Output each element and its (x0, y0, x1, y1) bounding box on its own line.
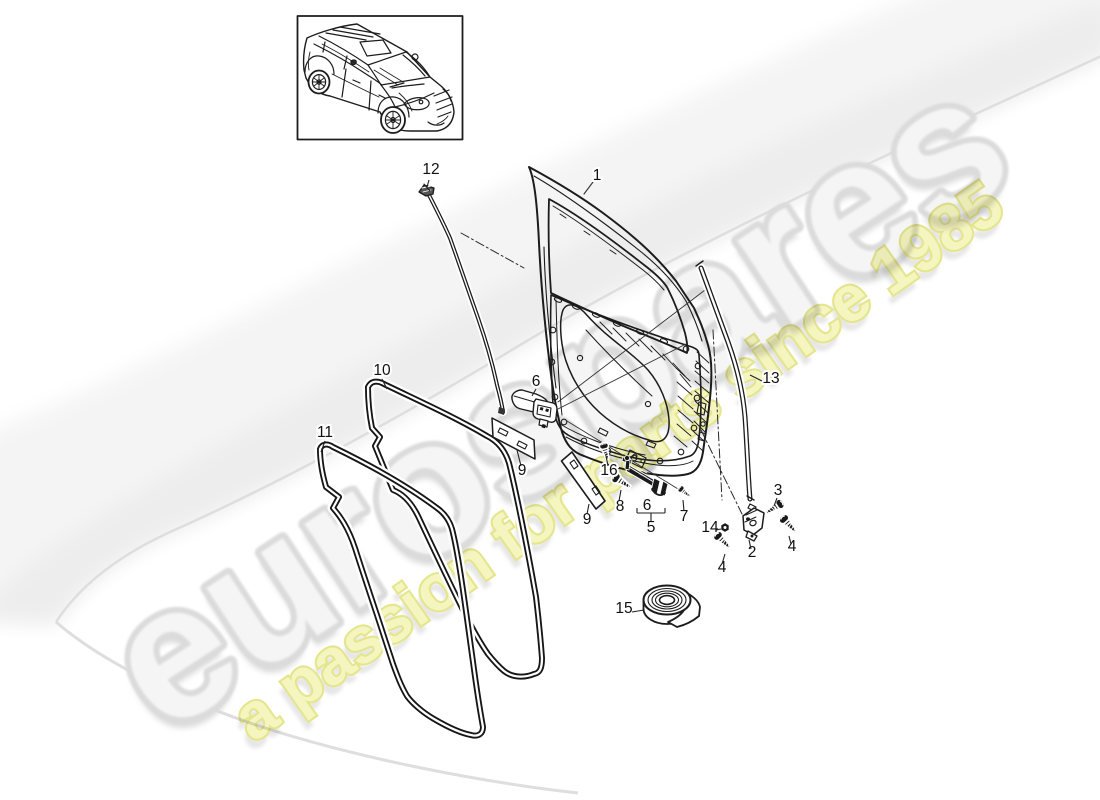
svg-text:4: 4 (718, 559, 727, 576)
svg-text:2: 2 (748, 544, 757, 561)
svg-text:7: 7 (680, 508, 689, 525)
svg-text:10: 10 (373, 362, 391, 379)
svg-text:11: 11 (317, 424, 333, 441)
svg-text:9: 9 (518, 462, 527, 479)
svg-text:9: 9 (583, 511, 592, 528)
svg-text:16: 16 (600, 462, 617, 479)
svg-text:14: 14 (701, 519, 719, 536)
svg-text:5: 5 (647, 519, 656, 536)
svg-text:6: 6 (532, 373, 541, 390)
svg-text:4: 4 (788, 538, 797, 555)
svg-text:3: 3 (774, 482, 783, 499)
svg-text:8: 8 (616, 498, 625, 515)
svg-text:12: 12 (422, 161, 439, 178)
svg-text:15: 15 (615, 600, 632, 617)
svg-text:13: 13 (762, 370, 779, 387)
svg-text:6: 6 (643, 497, 652, 514)
svg-text:1: 1 (593, 167, 602, 184)
